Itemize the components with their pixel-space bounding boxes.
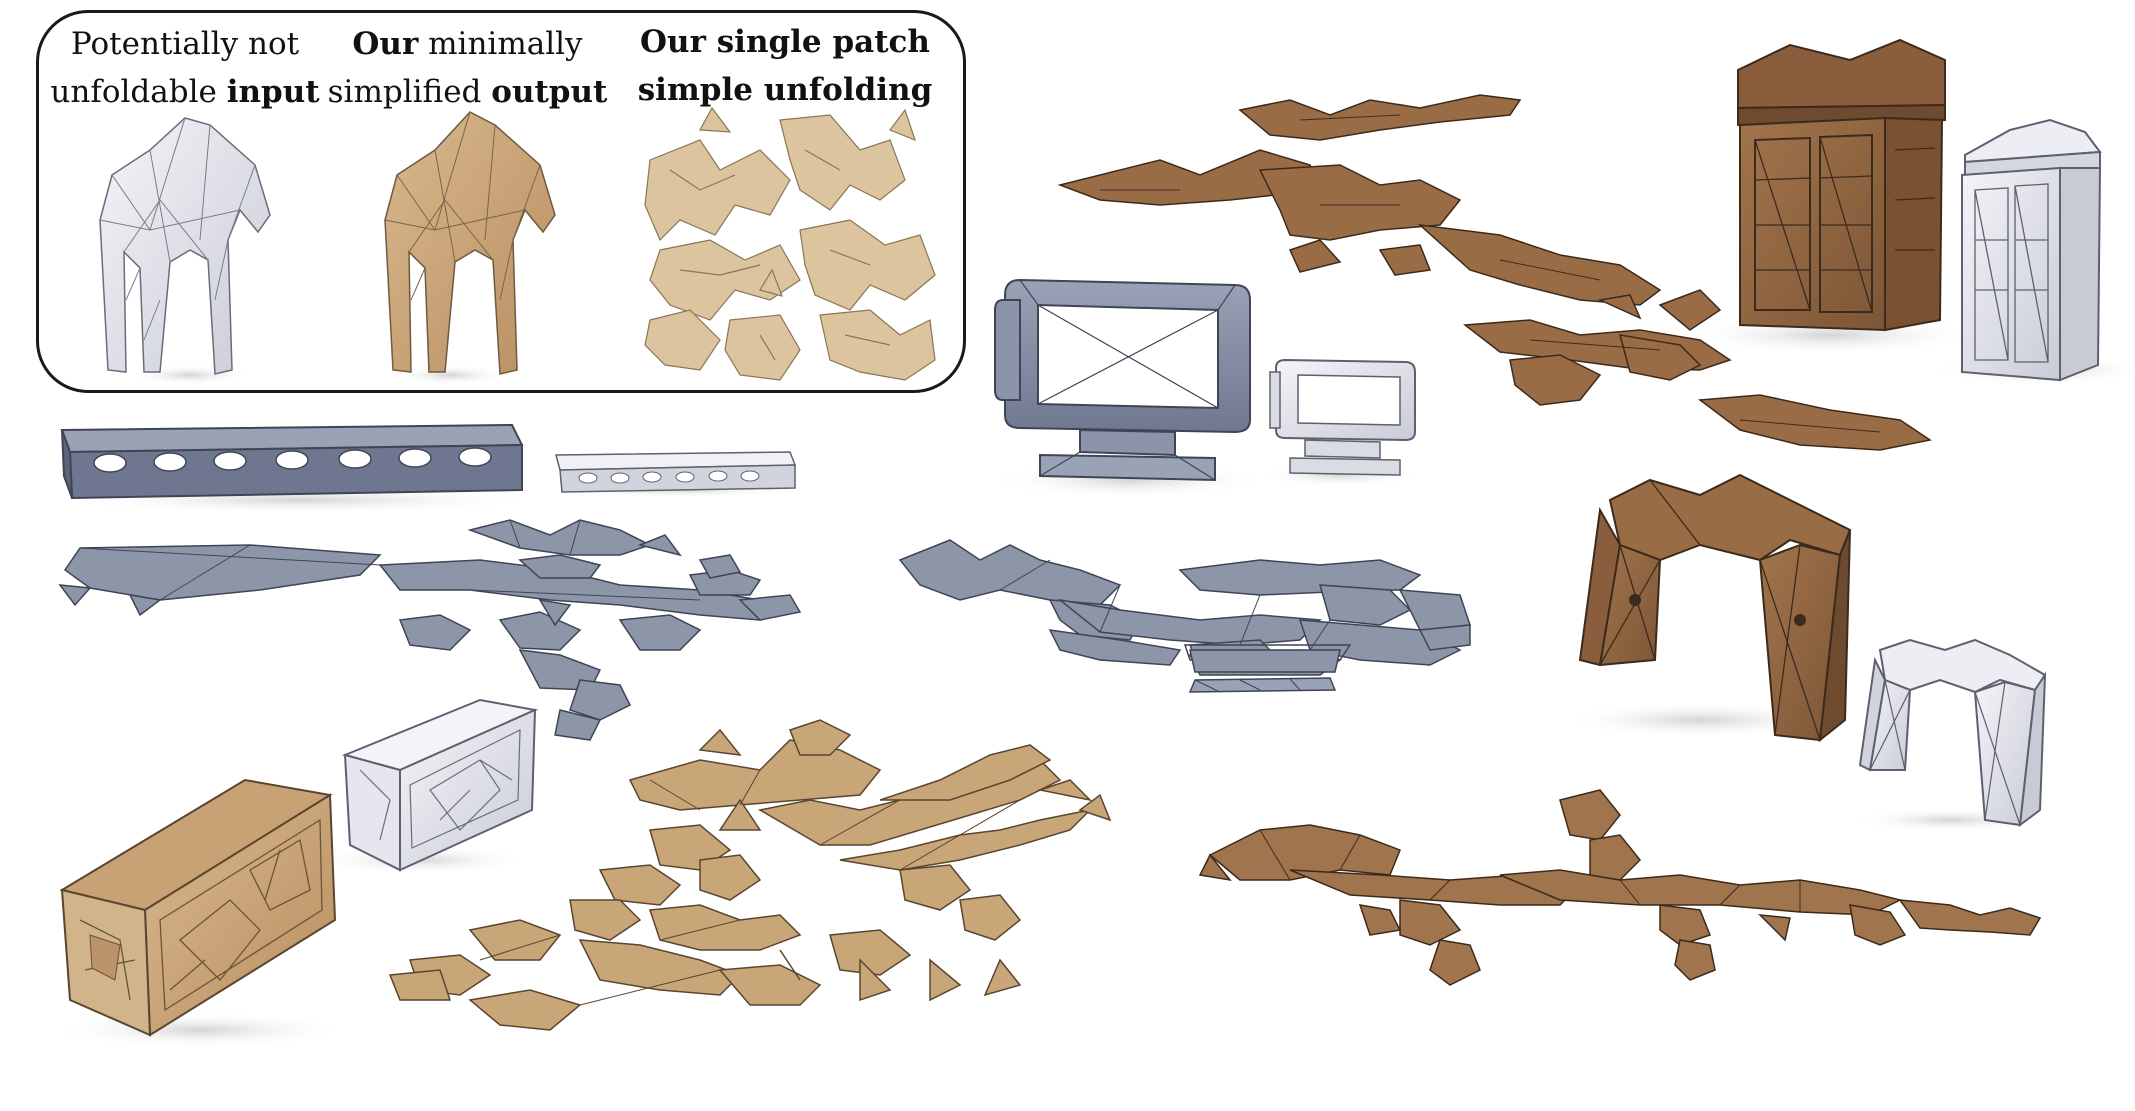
- frame-input-model: [1260, 358, 1420, 487]
- caption-unfolding-line2: simple unfolding: [637, 72, 933, 108]
- horse-output-model: [384, 111, 556, 385]
- tardis-output-model: [1680, 38, 1980, 355]
- frame-unfolding: [898, 539, 1472, 693]
- box-input-model: [310, 698, 539, 874]
- box-output-model: [50, 778, 350, 1048]
- frame-output-model: [990, 278, 1270, 498]
- tardis-unfolding: [1057, 94, 1932, 451]
- arch-input-model: [1850, 638, 2050, 832]
- horse-unfolding: [644, 106, 936, 381]
- beam-output-model: [60, 423, 540, 514]
- arch-output-model: [1560, 473, 1852, 743]
- caption-input-line1: Potentially not: [70, 26, 300, 62]
- beam-input-model: [555, 451, 800, 498]
- beam-unfolding: [58, 519, 802, 741]
- tardis-input-model: [1930, 118, 2135, 385]
- box-unfolding: [388, 719, 1112, 1031]
- caption-unfolding-line1: Our single patch: [640, 24, 930, 60]
- caption-input: Potentially not unfoldable input: [50, 20, 320, 116]
- caption-output-line2: simplified output: [327, 74, 608, 110]
- legend-panel: [36, 10, 966, 393]
- caption-input-line2: unfoldable input: [50, 74, 320, 110]
- caption-output: Our minimally simplified output: [325, 20, 610, 116]
- horse-input-model: [99, 117, 271, 385]
- arch-unfolding: [1198, 789, 2042, 986]
- caption-output-line1: Our minimally: [352, 26, 583, 62]
- caption-unfolding: Our single patch simple unfolding: [620, 18, 950, 114]
